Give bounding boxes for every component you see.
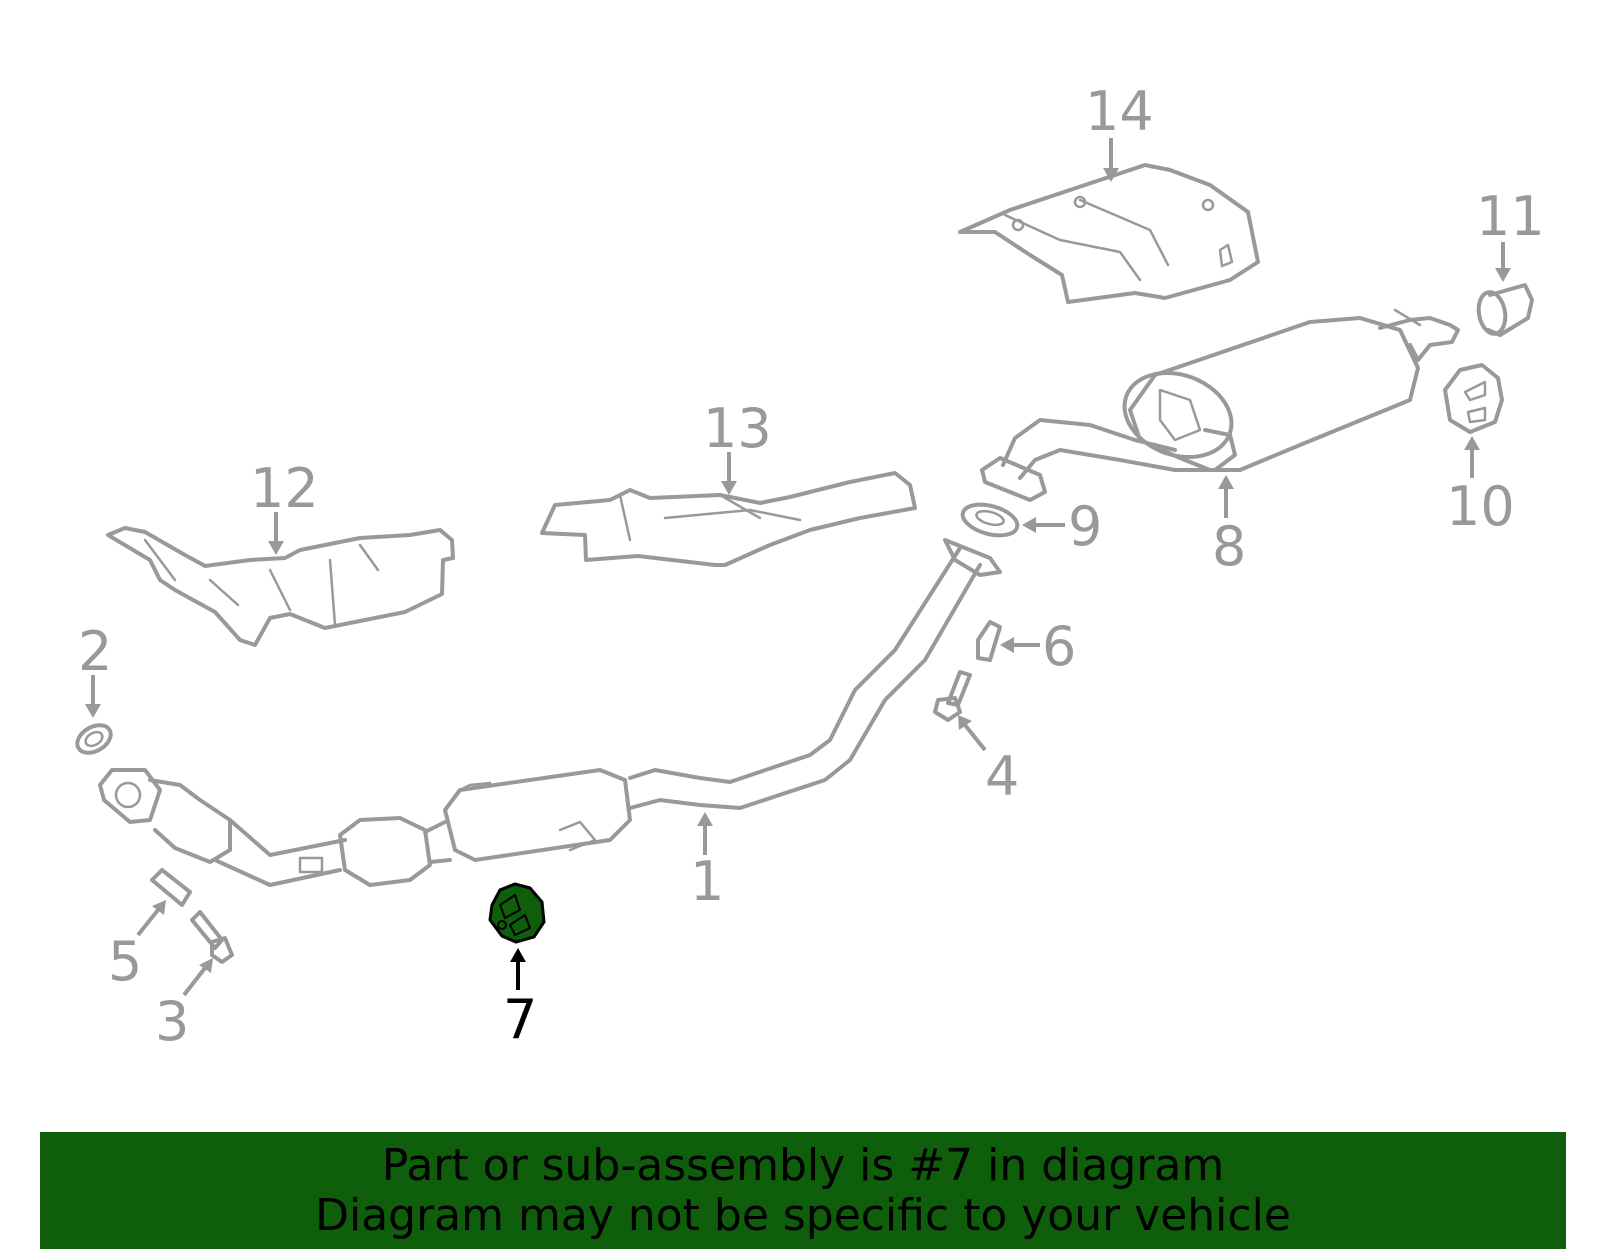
part-10-hanger[interactable] (1443, 363, 1504, 434)
part-1-front-pipe[interactable] (98, 538, 1002, 887)
callout-arrows (85, 138, 1511, 997)
part-13-heat-shield[interactable] (540, 471, 917, 567)
part-7-hanger-highlighted[interactable] (488, 882, 546, 944)
callout-5: 5 (108, 930, 142, 993)
callout-7: 7 (503, 988, 537, 1051)
part-3-bolt[interactable] (190, 910, 234, 964)
callout-12: 12 (250, 457, 319, 520)
callout-14: 14 (1085, 80, 1154, 143)
callout-13: 13 (703, 397, 772, 460)
part-5-stud[interactable] (150, 868, 192, 907)
callout-6: 6 (1042, 615, 1076, 678)
callout-11: 11 (1476, 185, 1545, 248)
part-4-bolt[interactable] (933, 670, 972, 722)
part-9-gasket[interactable] (959, 499, 1020, 541)
callout-9: 9 (1068, 495, 1102, 558)
callout-1: 1 (690, 850, 724, 913)
part-2-gasket[interactable] (72, 720, 115, 759)
callout-labels: 14 11 10 8 9 13 12 2 6 4 1 5 3 7 (78, 80, 1545, 1053)
part-8-muffler[interactable] (980, 308, 1460, 502)
info-banner: Part or sub-assembly is #7 in diagram Di… (40, 1132, 1566, 1249)
part-6-stud[interactable] (976, 620, 1002, 662)
part-12-heat-shield[interactable] (106, 526, 455, 647)
callout-2: 2 (78, 620, 112, 683)
banner-line-2: Diagram may not be specific to your vehi… (315, 1189, 1291, 1241)
callout-10: 10 (1446, 475, 1515, 538)
part-14-heat-shield[interactable] (958, 163, 1260, 304)
callout-4: 4 (985, 745, 1019, 808)
callout-3: 3 (155, 990, 189, 1053)
part-11-tailpipe-tip[interactable] (1476, 283, 1534, 337)
banner-line-1: Part or sub-assembly is #7 in diagram (381, 1139, 1225, 1191)
callout-8: 8 (1212, 515, 1246, 578)
